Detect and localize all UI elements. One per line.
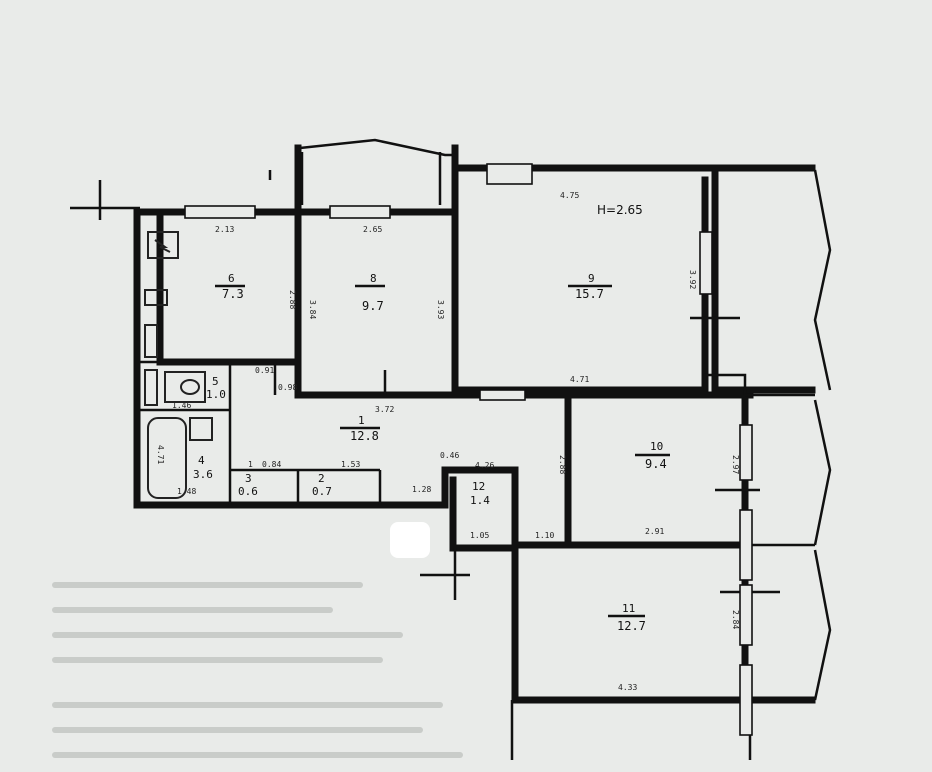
room-number: 6 — [228, 272, 235, 285]
dimension: 2.13 — [215, 225, 234, 234]
dimension: 0.91 — [255, 366, 274, 375]
room-number: 12 — [472, 480, 485, 493]
room-area: 9.7 — [362, 299, 384, 313]
dimension: 4.33 — [618, 683, 637, 692]
room-area: 7.3 — [222, 287, 244, 301]
cabinet-icon — [144, 324, 158, 358]
white-blot — [390, 522, 430, 558]
bathtub-icon — [147, 417, 187, 499]
cabinet-icon — [144, 369, 158, 406]
room-number: 8 — [370, 272, 377, 285]
dimension: 1.53 — [341, 460, 360, 469]
dimension: 0.98 — [278, 383, 297, 392]
room-number: 5 — [212, 375, 219, 388]
dimension: 2.97 — [731, 455, 740, 474]
room-area: 0.6 — [238, 485, 258, 498]
room-number: 1 — [358, 414, 365, 427]
room-number: 3 — [245, 472, 252, 485]
ceiling-height: H=2.65 — [597, 203, 643, 217]
dimension: 2.88 — [288, 290, 297, 309]
room-area: 9.4 — [645, 457, 667, 471]
dimension: 4.71 — [156, 445, 165, 464]
dimension-labels: 2.13 2.65 4.75 2.88 3.84 3.93 3.92 4.71 … — [156, 191, 740, 692]
dimension: 4.71 — [570, 375, 589, 384]
room-area: 3.6 — [193, 468, 213, 481]
dimension: 4.26 — [475, 461, 494, 470]
dimension: 2.91 — [645, 527, 664, 536]
dimension: 1.10 — [535, 531, 554, 540]
dimension: 3.92 — [688, 270, 697, 289]
room-number: 2 — [318, 472, 325, 485]
dimension: 0.84 — [262, 460, 281, 469]
walls — [70, 138, 832, 760]
dimension: 1.05 — [470, 531, 489, 540]
dimension: 2.84 — [731, 610, 740, 629]
dimension: 3.84 — [308, 300, 317, 319]
dimension: 1.48 — [177, 487, 196, 496]
toilet-icon — [164, 371, 206, 403]
room-number: 4 — [198, 454, 205, 467]
room-number: 11 — [622, 602, 635, 615]
dimension: 2.65 — [363, 225, 382, 234]
room-area: 0.7 — [312, 485, 332, 498]
dimension: 4.75 — [560, 191, 579, 200]
room-area: 12.7 — [617, 619, 646, 633]
dimension: 1.28 — [412, 485, 431, 494]
dimension: 2.88 — [558, 455, 567, 474]
room-area: 15.7 — [575, 287, 604, 301]
room-area: 1.4 — [470, 494, 490, 507]
washbasin-icon — [189, 417, 213, 441]
room-labels: 6 7.3 8 9.7 9 15.7 1 12.8 5 1.0 4 3.6 3 … — [193, 272, 670, 633]
dimension: 3.72 — [375, 405, 394, 414]
room-area: 1.0 — [206, 388, 226, 401]
room-number: 9 — [588, 272, 595, 285]
room-number: 10 — [650, 440, 663, 453]
stove-icon — [147, 231, 179, 259]
faint-background-text — [52, 582, 463, 758]
dimension: 3.93 — [436, 300, 445, 319]
dimension: 1 — [248, 460, 253, 469]
partitions — [140, 360, 382, 505]
dimension: 1.46 — [172, 401, 191, 410]
windows — [184, 163, 753, 736]
dimension: 0.46 — [440, 451, 459, 460]
room-area: 12.8 — [350, 429, 379, 443]
sink-icon — [144, 289, 168, 306]
fixtures — [144, 231, 387, 499]
